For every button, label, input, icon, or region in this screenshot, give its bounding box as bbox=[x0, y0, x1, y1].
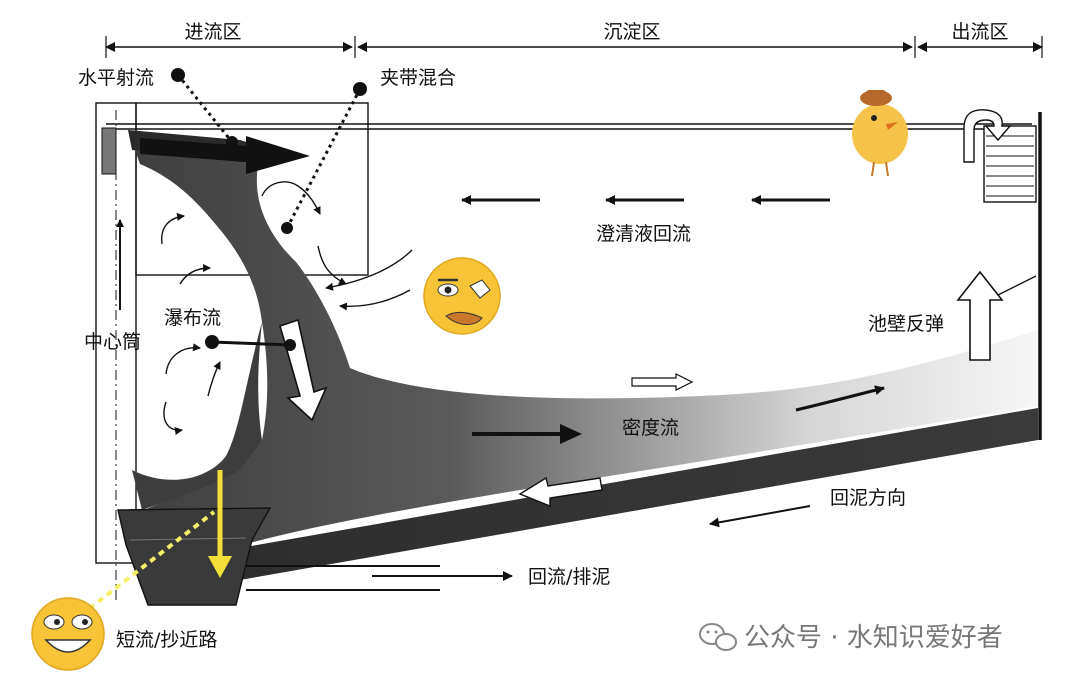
label-sludge-return-direction: 回泥方向 bbox=[830, 487, 906, 509]
overflow-arrow bbox=[963, 109, 1012, 163]
outlet-weir bbox=[983, 125, 1037, 203]
label-wall-rebound: 池壁反弹 bbox=[868, 313, 944, 335]
short-circuit-line bbox=[70, 510, 216, 624]
label-short-circuit: 短流/抄近路 bbox=[116, 629, 217, 651]
watermark: 公众号 · 水知识爱好者 bbox=[699, 623, 1003, 653]
label-density-current: 密度流 bbox=[622, 417, 679, 439]
label-entrainment-mixing: 夹带混合 bbox=[380, 67, 456, 89]
chick-mascot bbox=[852, 90, 908, 177]
inlet-pipe bbox=[101, 127, 117, 175]
wall-rebound-arrow bbox=[956, 270, 1004, 361]
settling-zone-label: 沉淀区 bbox=[603, 21, 660, 43]
label-center-well: 中心筒 bbox=[84, 331, 141, 353]
label-waterfall-flow: 瀑布流 bbox=[164, 307, 221, 329]
sludge-bed bbox=[240, 408, 1038, 580]
label-horizontal-jet: 水平射流 bbox=[78, 67, 154, 89]
sludge-hopper bbox=[117, 507, 272, 606]
wechat-icon bbox=[699, 623, 737, 651]
density-plume bbox=[132, 140, 1038, 555]
inlet-zone-label: 进流区 bbox=[184, 21, 241, 43]
light-arrow bbox=[631, 373, 694, 391]
horizontal-jet-arrow bbox=[140, 136, 310, 174]
sludge-return-arrow bbox=[518, 476, 603, 508]
flow-body bbox=[117, 130, 1038, 606]
grinning-emoji bbox=[31, 597, 105, 671]
center-well-frame bbox=[95, 102, 137, 564]
labels: 水平射流 夹带混合 澄清液回流 中心筒 瀑布流 池壁反弹 密度流 回泥方向 回流… bbox=[78, 67, 944, 651]
pointer-lines bbox=[70, 68, 367, 624]
skeptical-emoji bbox=[423, 257, 501, 335]
watermark-text: 公众号 · 水知识爱好者 bbox=[744, 623, 1003, 653]
label-return-discharge: 回流/排泥 bbox=[528, 566, 610, 588]
label-clarified-return: 澄清液回流 bbox=[596, 223, 691, 245]
zone-header: 进流区 沉淀区 出流区 bbox=[105, 21, 1043, 58]
outlet-zone-label: 出流区 bbox=[951, 21, 1008, 43]
